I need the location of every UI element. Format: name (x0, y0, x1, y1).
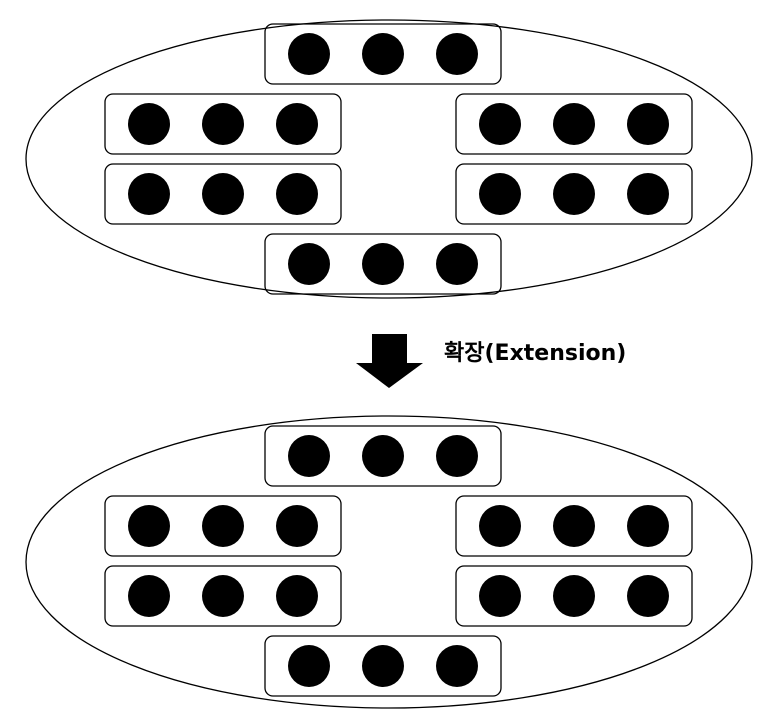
dot (436, 33, 478, 75)
cluster-after (25, 415, 753, 709)
cluster-before (25, 19, 753, 299)
extension-transition (356, 334, 423, 388)
extension-label: 확장(Extension) (444, 341, 627, 366)
group-box (264, 425, 502, 487)
cluster-after-boundary (25, 415, 753, 709)
dot (553, 173, 595, 215)
group-2 (104, 495, 342, 557)
down-arrow-icon (356, 334, 423, 388)
dot (288, 645, 330, 687)
dot (276, 173, 318, 215)
group-box (104, 93, 342, 155)
dot (288, 33, 330, 75)
dot (362, 243, 404, 285)
group-6 (264, 233, 502, 295)
dot (202, 575, 244, 617)
group-5 (455, 565, 693, 627)
group-box (455, 495, 693, 557)
dot (479, 103, 521, 145)
dot (276, 575, 318, 617)
cluster-before-boundary (25, 19, 753, 299)
dot (128, 173, 170, 215)
dot (553, 103, 595, 145)
group-box (264, 635, 502, 697)
dot (202, 505, 244, 547)
dot (436, 645, 478, 687)
dot (276, 103, 318, 145)
group-1 (264, 23, 502, 85)
group-box (264, 233, 502, 295)
group-6 (264, 635, 502, 697)
group-5 (455, 163, 693, 225)
dot (202, 103, 244, 145)
dot (128, 103, 170, 145)
dot (362, 33, 404, 75)
group-4 (104, 565, 342, 627)
dot (627, 103, 669, 145)
dot (128, 505, 170, 547)
dot (362, 645, 404, 687)
dot (479, 575, 521, 617)
dot (553, 505, 595, 547)
dot (202, 173, 244, 215)
group-box (104, 495, 342, 557)
group-3 (455, 93, 693, 155)
group-3 (455, 495, 693, 557)
group-box (104, 163, 342, 225)
dot (479, 173, 521, 215)
dot (627, 173, 669, 215)
group-4 (104, 163, 342, 225)
dot (436, 243, 478, 285)
group-box (264, 23, 502, 85)
group-1 (264, 425, 502, 487)
dot (627, 575, 669, 617)
dot (436, 435, 478, 477)
dot (553, 575, 595, 617)
dot (288, 435, 330, 477)
group-box (455, 565, 693, 627)
dot (276, 505, 318, 547)
dot (128, 575, 170, 617)
dot (627, 505, 669, 547)
dot (479, 505, 521, 547)
group-box (455, 163, 693, 225)
dot (288, 243, 330, 285)
group-box (104, 565, 342, 627)
dot (362, 435, 404, 477)
group-box (455, 93, 693, 155)
group-2 (104, 93, 342, 155)
